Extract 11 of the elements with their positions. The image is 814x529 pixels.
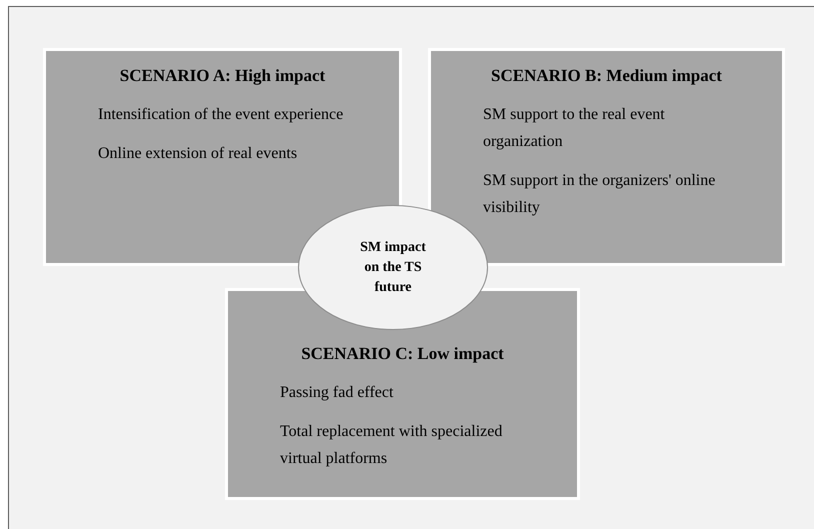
scenario-item: Passing fad effect bbox=[280, 383, 394, 403]
scenario-heading: SCENARIO A: High impact bbox=[118, 65, 326, 87]
ellipse-label: SM impact on the TS future bbox=[359, 238, 427, 296]
scenario-item: SM support to the real event organization bbox=[483, 105, 666, 152]
scenario-item: Intensification of the event experience bbox=[98, 105, 344, 125]
scenario-box bbox=[428, 48, 785, 266]
scenario-item: Total replacement with specialized virtual platforms bbox=[280, 422, 504, 469]
scenario-item: SM support in the organizers' online visibility bbox=[483, 171, 716, 218]
scenario-heading: SCENARIO C: Low impact bbox=[300, 343, 505, 365]
scenario-heading: SCENARIO B: Medium impact bbox=[490, 65, 723, 87]
scenario-item: Online extension of real events bbox=[98, 144, 298, 164]
